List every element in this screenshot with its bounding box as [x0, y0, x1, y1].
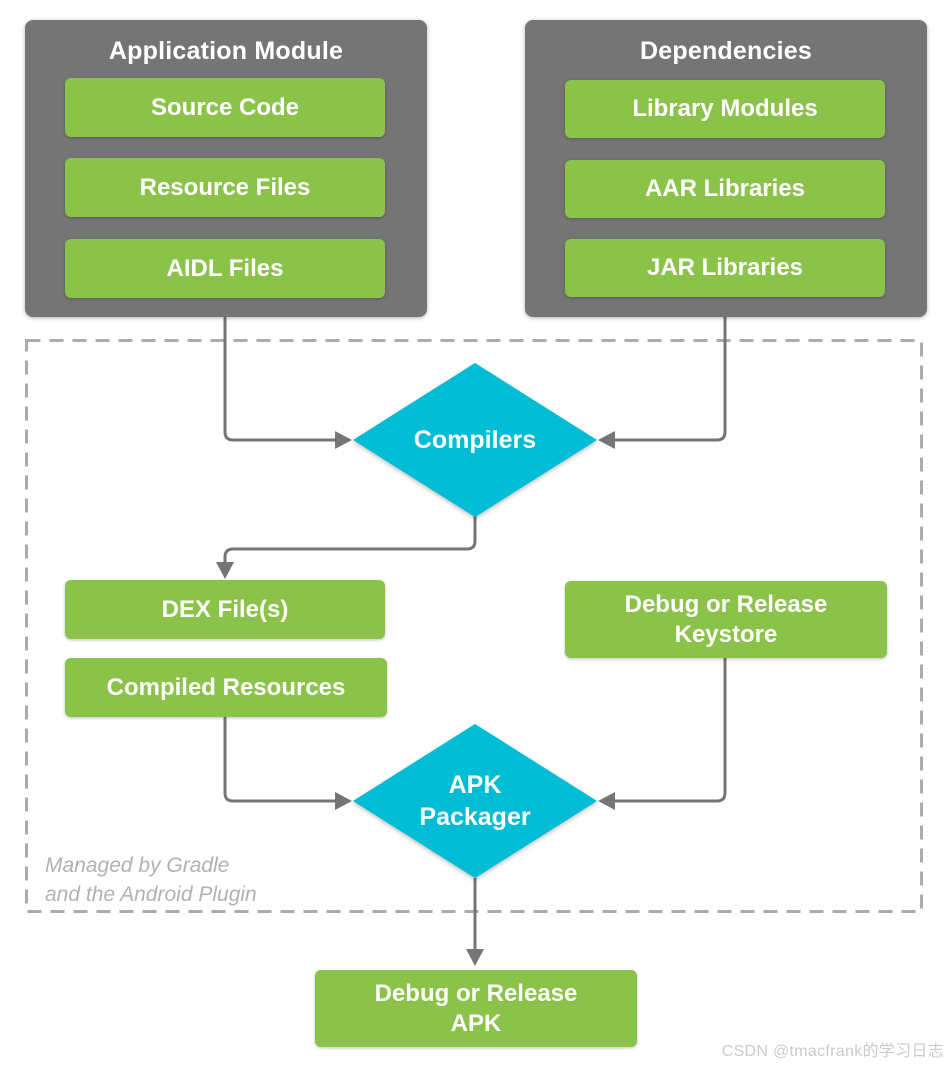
compilers-diamond: Compilers	[353, 363, 597, 517]
arrowhead	[335, 431, 352, 449]
apk-packager-diamond-wrap: APK Packager	[353, 724, 597, 878]
keystore-line1: Debug or Release	[624, 590, 828, 618]
gradle-note: Managed by Gradle and the Android Plugin	[45, 851, 257, 909]
dex-files-box: DEX File(s)	[65, 580, 385, 639]
compiled-resources-box: Compiled Resources	[65, 658, 387, 717]
compilers-label: Compilers	[413, 425, 537, 454]
arrow-compilers-to-dex	[223, 515, 477, 564]
arrow-app-module-to-compilers	[223, 317, 338, 442]
compilers-diamond-wrap: Compilers	[353, 363, 597, 517]
gradle-note-line2: and the Android Plugin	[45, 883, 257, 906]
final-apk-line2: APK	[450, 1009, 502, 1037]
apk-packager-line1: APK	[448, 770, 502, 799]
arrow-compiled-resources-to-apk-packager	[223, 717, 338, 803]
keystore-line2: Keystore	[674, 620, 778, 648]
final-apk-box: Debug or Release APK	[315, 970, 637, 1047]
arrow-keystore-to-apk-packager	[612, 658, 727, 803]
arrowhead	[216, 562, 234, 579]
arrow-dependencies-to-compilers	[612, 317, 727, 442]
arrowhead	[598, 431, 615, 449]
source-code-box: Source Code	[65, 78, 385, 137]
arrowhead	[335, 792, 352, 810]
jar-libraries-box: JAR Libraries	[565, 239, 885, 297]
keystore-box: Debug or Release Keystore	[565, 581, 887, 658]
aar-libraries-box: AAR Libraries	[565, 160, 885, 218]
resource-files-box: Resource Files	[65, 158, 385, 217]
final-apk-line1: Debug or Release	[374, 979, 578, 1007]
apk-packager-diamond: APK Packager	[353, 724, 597, 878]
aidl-files-box: AIDL Files	[65, 239, 385, 298]
apk-packager-line2: Packager	[419, 803, 531, 831]
arrowhead	[598, 792, 615, 810]
arrowhead	[466, 949, 484, 966]
gradle-note-line1: Managed by Gradle	[45, 854, 230, 877]
csdn-watermark: CSDN @tmacfrank的学习日志	[721, 1043, 944, 1060]
application-module-title: Application Module	[108, 37, 344, 65]
dependencies-title: Dependencies	[640, 37, 812, 65]
library-modules-box: Library Modules	[565, 80, 885, 138]
